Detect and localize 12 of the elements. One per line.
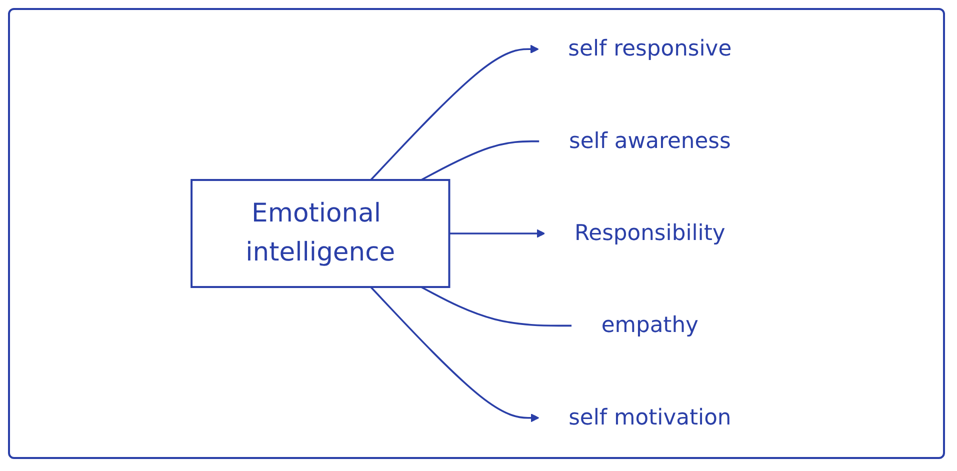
connector [420,286,572,327]
node-text: self responsive [568,36,732,62]
node-text: self motivation [568,405,732,430]
frame: self responsive self awareness Emotional intelligence Responsibility empathy self motivation [8,8,945,459]
node-text: Responsibility [574,221,726,246]
node-text: self awareness [569,128,731,154]
node-text: empathy [601,313,699,338]
connector [420,140,540,181]
arrow [370,44,539,181]
arrow [370,286,540,422]
node-box [190,178,450,288]
arrow [449,229,546,238]
